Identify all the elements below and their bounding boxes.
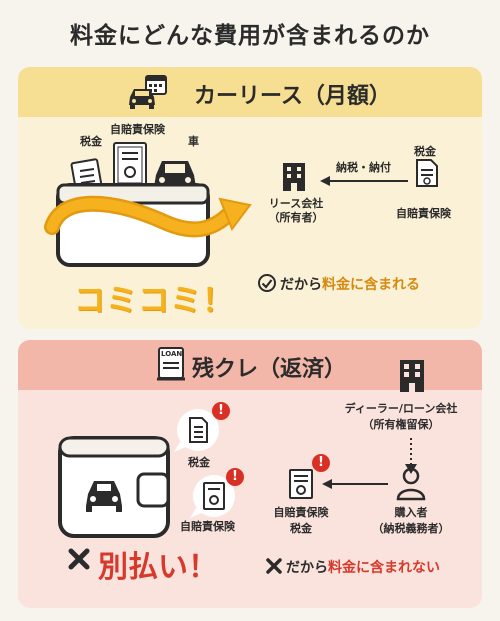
dealer-owner-label: （所有権留保）	[362, 418, 440, 431]
insurance-certificate-icon	[289, 469, 313, 499]
separate-payment-label: 別払い！	[98, 550, 218, 585]
insurance-label: 自賠責保険	[110, 123, 165, 136]
lease-note-accent: 料金に含まれる	[322, 277, 420, 293]
lease-note: だから料金に含まれる	[280, 277, 420, 293]
car-lease-panel: カーリース（月額） 税金 自賠責保険 車 コミコミ	[18, 67, 482, 329]
loan-note: だから料金に含まれない	[286, 560, 440, 576]
person-icon	[396, 467, 426, 501]
bundle-label: コミコミ！	[74, 283, 234, 319]
doc-insurance-label: 自賠責保険	[396, 207, 451, 220]
doc-insurance-label: 自賠責保険	[273, 506, 329, 519]
doc-tax-label: 税金	[414, 145, 436, 158]
car-icon	[154, 161, 196, 187]
check-icon	[258, 274, 276, 292]
loan-document-icon	[157, 347, 185, 381]
tax-document-icon	[416, 159, 438, 187]
doc-alert-icon: !	[312, 454, 330, 472]
residual-loan-heading: 残クレ（返済）	[192, 357, 347, 382]
buyer-taxpayer-label: （納税義務者）	[372, 522, 450, 535]
residual-loan-panel: LOAN 残クレ（返済） ! 税金 ! 自賠責保険 別払い！	[18, 340, 482, 608]
insurance-certificate-icon	[113, 142, 147, 188]
insurance-alert-icon: !	[226, 468, 244, 486]
building-icon	[400, 360, 424, 392]
building-icon	[283, 163, 305, 191]
car-lease-heading: カーリース（月額）	[194, 84, 391, 109]
buyer-label: 購入者	[394, 506, 428, 519]
loan-doc-text: LOAN	[161, 350, 183, 358]
tax-label: 税金	[80, 135, 102, 148]
payment-label: 納税・納付	[336, 161, 391, 174]
lease-company-owner: （所有者）	[268, 211, 324, 224]
loan-tax-label: 税金	[188, 456, 210, 469]
lease-company-label: リース会社	[268, 197, 324, 210]
wallet-bundle-illustration	[44, 142, 252, 267]
car-lease-header: カーリース（月額）	[18, 67, 482, 117]
payment-arrow	[322, 479, 388, 489]
cross-icon	[68, 548, 90, 570]
cross-icon	[266, 558, 282, 574]
dealer-label: ディーラー/ローン会社	[344, 402, 458, 415]
tax-alert-icon: !	[212, 402, 230, 420]
page-title: 料金にどんな費用が含まれるのか	[70, 23, 430, 49]
car-calendar-icon	[129, 75, 167, 109]
insurance-bubble	[190, 475, 235, 518]
payment-arrow	[320, 176, 408, 186]
car-label: 車	[188, 135, 199, 148]
doc-tax-label: 税金	[290, 522, 312, 535]
loan-insurance-label: 自賠責保険	[180, 520, 235, 533]
wallet-car-illustration	[58, 436, 170, 538]
loan-note-accent: 料金に含まれない	[328, 560, 440, 576]
tax-bubble	[174, 409, 219, 452]
